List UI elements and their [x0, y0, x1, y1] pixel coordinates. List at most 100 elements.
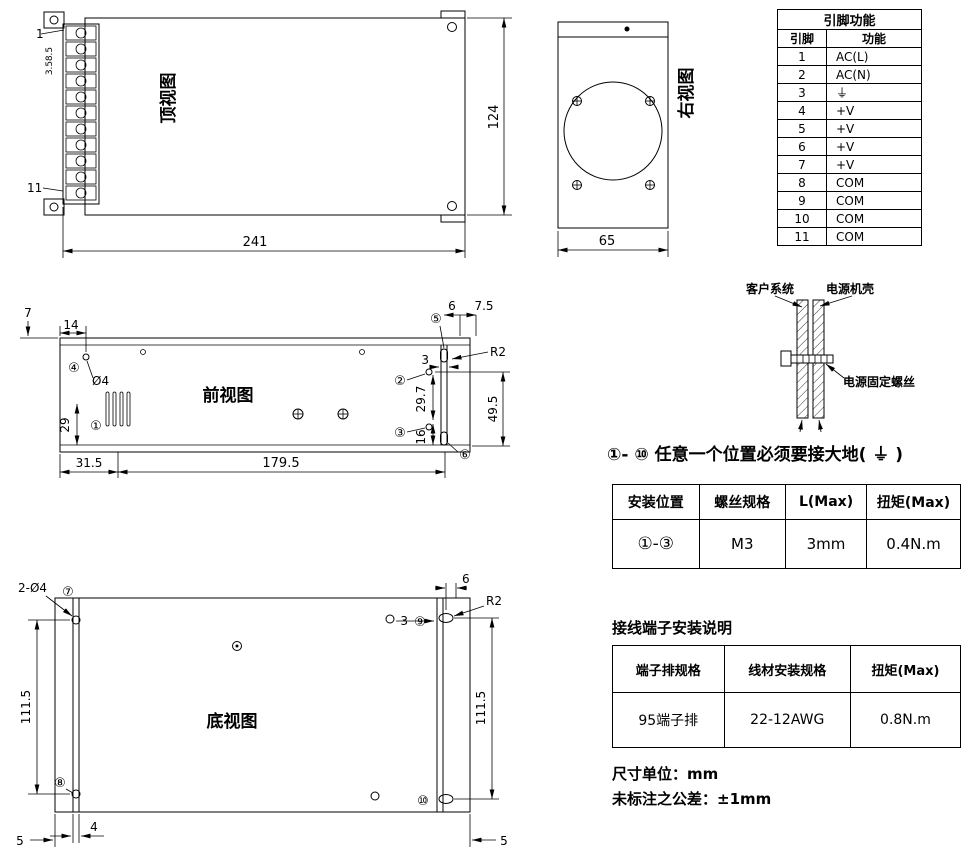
hole-marker-2: ②: [394, 374, 406, 389]
front-view-label: 前视图: [203, 385, 254, 406]
unit-note: 尺寸单位：mm: [612, 765, 719, 783]
pin-number: 10: [777, 209, 827, 228]
dim-8-5: 8.5: [45, 47, 55, 61]
mount-position-value: ①-③: [612, 519, 700, 569]
mount-header-screw-spec: 螺丝规格: [698, 484, 787, 520]
pin-1-callout: 1: [36, 27, 44, 41]
dim-r2-front: R2: [490, 345, 506, 359]
dim-179-5: 179.5: [262, 456, 299, 471]
pin-function-ground: ⏚: [826, 83, 922, 102]
pin-function: COM: [826, 191, 922, 210]
hole-marker-4: ④: [68, 361, 80, 376]
hole-marker-7: ⑦: [62, 585, 74, 600]
dim-111-5-right: 111.5: [474, 691, 488, 725]
dim-4: 4: [90, 820, 98, 834]
pin-row: 4+V: [777, 101, 922, 120]
fixing-screw-label: 电源固定螺丝: [843, 375, 916, 389]
term-header-wire-spec: 线材安装规格: [723, 645, 851, 693]
terminal-table: 端子排规格 线材安装规格 扭矩(Max) 95端子排 22-12AWG 0.8N…: [612, 645, 961, 748]
pin-number: 9: [777, 191, 827, 210]
tolerance-note: 未标注之公差：±1mm: [612, 789, 772, 808]
mounting-table: 安装位置 螺丝规格 L(Max) 扭矩(Max) ①-③ M3 3mm 0.4N…: [612, 484, 961, 569]
dim-3-5: 3.5: [45, 61, 55, 75]
dim-31-5: 31.5: [76, 456, 103, 470]
dim-5-right: 5: [500, 834, 508, 848]
pin-11-callout: 11: [27, 181, 42, 195]
terminal-row: 95端子排 22-12AWG 0.8N.m: [612, 692, 961, 748]
hole-marker-10: ⑩: [417, 794, 429, 809]
dim-2-dia4: 2-Ø4: [18, 581, 47, 595]
customer-system-label: 客户系统: [746, 282, 795, 296]
pin-row: 6+V: [777, 137, 922, 156]
pin-number: 7: [777, 155, 827, 174]
power-case-label: 电源机壳: [826, 282, 875, 296]
dim-6-front: 6: [448, 299, 456, 313]
top-view-drawing: 1 11 8.5 3.5 顶视图 124 241: [27, 10, 512, 258]
pin-number: 6: [777, 137, 827, 156]
hole-marker-8: ⑧: [54, 776, 66, 791]
dim-7-5: 7.5: [474, 299, 493, 313]
dim-49-5: 49.5: [486, 396, 500, 423]
dim-7: 7: [24, 306, 32, 320]
pin-function: +V: [826, 137, 922, 156]
terminal-install-title: 接线端子安装说明: [612, 619, 733, 637]
pin-function: AC(L): [826, 47, 922, 66]
right-view-label: 右视图: [676, 68, 697, 119]
pin-function: +V: [826, 119, 922, 138]
mount-lmax-value: 3mm: [785, 519, 868, 569]
pin-row: 5+V: [777, 119, 922, 138]
pin-row: 3⏚: [777, 83, 922, 102]
dim-3-front: 3: [421, 353, 429, 367]
pin-number: 4: [777, 101, 827, 120]
pin-table-title: 引脚功能: [777, 9, 922, 30]
hole-marker-6: ⑥: [459, 448, 471, 463]
pin-function: +V: [826, 155, 922, 174]
top-view-label: 顶视图: [158, 73, 179, 124]
hole-marker-1: ①: [90, 419, 102, 434]
mount-header-position: 安装位置: [612, 484, 700, 520]
mount-torque-value: 0.4N.m: [866, 519, 961, 569]
pin-function: COM: [826, 227, 922, 246]
term-torque-value: 0.8N.m: [849, 692, 961, 748]
mount-header-lmax: L(Max): [785, 484, 868, 520]
front-view-drawing: 前视图 ④ Ø4 ① ② ③ ⑤ ⑥ 7 14 29 6 7.5 R2 3 29…: [20, 299, 510, 478]
dim-29: 29: [58, 417, 72, 432]
term-wire-spec-value: 22-12AWG: [723, 692, 851, 748]
pin-number: 3: [777, 83, 827, 102]
hole-marker-3: ③: [394, 426, 406, 441]
pin-number: 2: [777, 65, 827, 84]
pin-number: 8: [777, 173, 827, 192]
mount-screw-spec-value: M3: [698, 519, 787, 569]
dim-124: 124: [487, 105, 502, 130]
dim-5-left: 5: [16, 834, 24, 848]
hole-marker-9: ⑨: [414, 615, 426, 630]
dim-14: 14: [63, 318, 78, 332]
dim-241: 241: [243, 235, 268, 250]
hole-marker-5: ⑤: [430, 312, 442, 327]
dim-29-7: 29.7: [414, 386, 428, 413]
mount-header-torque: 扭矩(Max): [866, 484, 961, 520]
pin-number: 5: [777, 119, 827, 138]
pin-table-col-pin: 引脚: [777, 29, 827, 48]
ground-note: ①- ⑩ 任意一个位置必须要接大地( ⏚ ): [607, 445, 904, 465]
pin-function: COM: [826, 209, 922, 228]
pin-table-col-func: 功能: [826, 29, 922, 48]
dim-111-5-left: 111.5: [19, 690, 33, 724]
pin-function: COM: [826, 173, 922, 192]
dim-65: 65: [599, 234, 616, 249]
term-header-strip-spec: 端子排规格: [612, 645, 725, 693]
pin-number: 1: [777, 47, 827, 66]
dim-r2-bottom: R2: [486, 594, 502, 608]
pin-function: +V: [826, 101, 922, 120]
term-header-torque: 扭矩(Max): [849, 645, 961, 693]
term-strip-spec-value: 95端子排: [612, 692, 725, 748]
mount-row: ①-③ M3 3mm 0.4N.m: [612, 519, 961, 569]
notes-block: 尺寸单位：mm 未标注之公差：±1mm: [612, 762, 771, 812]
